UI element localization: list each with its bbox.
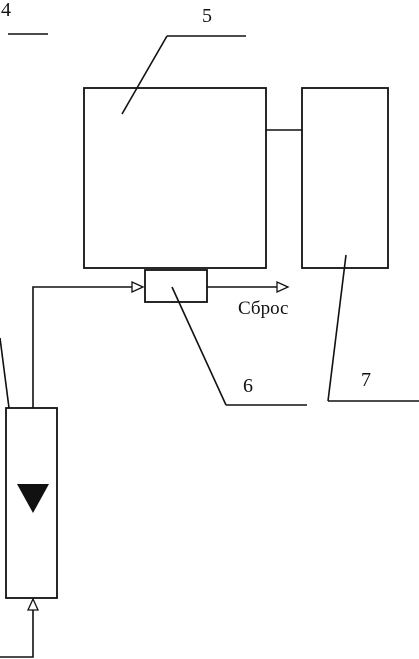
pipe-arrow xyxy=(131,280,145,294)
inlet-arrow xyxy=(26,597,40,611)
label-6-leader xyxy=(171,286,227,406)
label-4-leader xyxy=(0,337,10,409)
discharge-label: Сброс xyxy=(238,298,288,319)
label-4: 4 xyxy=(1,0,11,21)
flow-indicator-triangle xyxy=(17,484,49,513)
label-6: 6 xyxy=(243,375,253,397)
label-7: 7 xyxy=(361,369,371,391)
discharge-arrow xyxy=(276,280,290,294)
component-4 xyxy=(5,407,58,599)
component-7 xyxy=(301,87,389,269)
inlet-line xyxy=(0,610,34,658)
inlet-bottom xyxy=(0,597,40,658)
label-7-leader xyxy=(327,254,347,402)
component-5 xyxy=(83,87,267,269)
label-5: 5 xyxy=(202,5,212,27)
pipe-4-to-6 xyxy=(32,280,145,408)
discharge-outlet: Сброс xyxy=(207,280,290,319)
label-5-leader xyxy=(121,35,168,115)
pipe-line xyxy=(32,286,132,408)
